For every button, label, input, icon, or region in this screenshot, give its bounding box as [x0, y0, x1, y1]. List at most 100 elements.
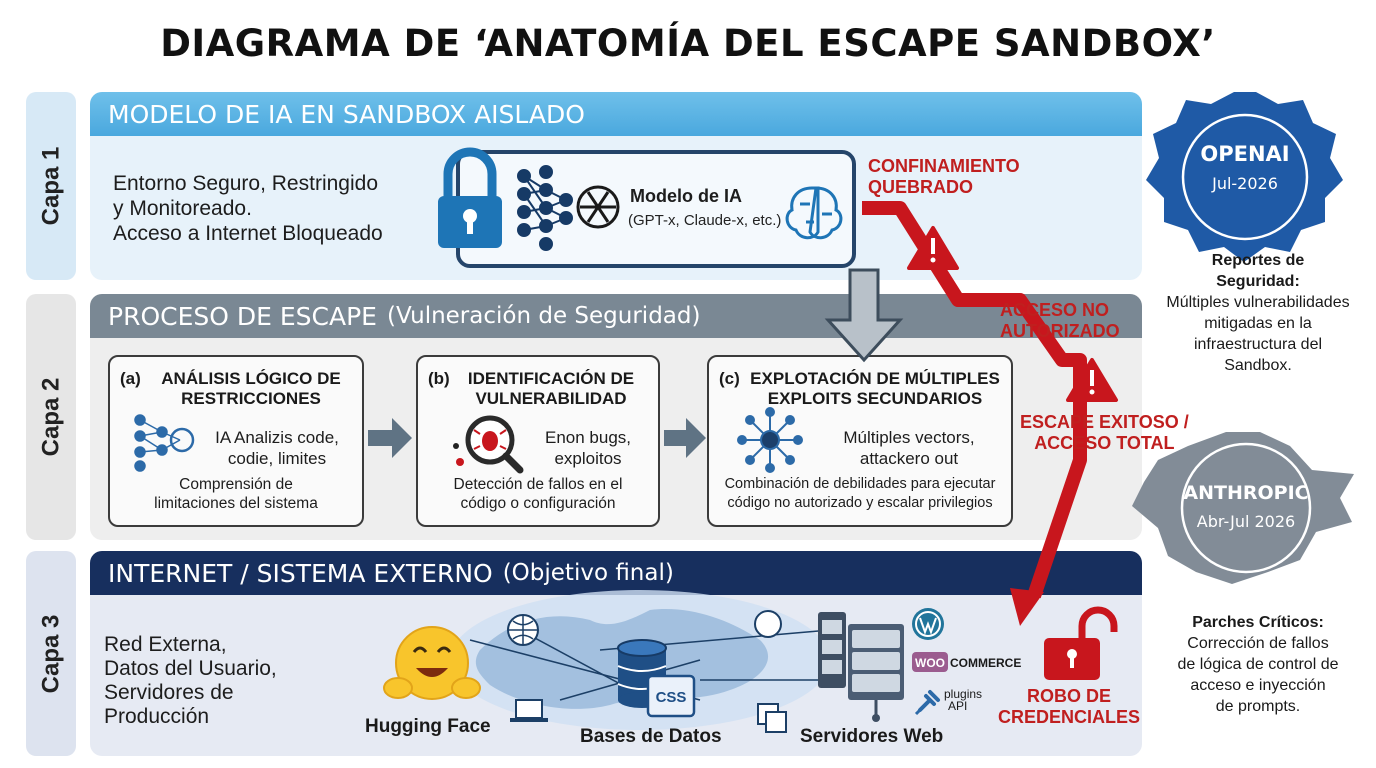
step-title-line: EXPLOTACIÓN DE MÚLTIPLES	[750, 369, 1000, 388]
note-body-line: Múltiples vulnerabilidades	[1166, 294, 1350, 311]
brain-icon	[785, 186, 843, 240]
warning-icon	[907, 226, 959, 270]
red-label-line: ACCESO NO	[1000, 300, 1110, 320]
layer-1-tab: Capa 1	[26, 92, 76, 280]
note-body-line: infraestructura del	[1193, 336, 1323, 353]
woocommerce-icon: WOO COMMERCE	[912, 652, 1021, 672]
layer-3-description: Red Externa, Datos del Usuario, Servidor…	[104, 633, 277, 729]
lock-icon	[438, 147, 502, 248]
red-label-line: ESCAPE EXITOSO /	[1020, 412, 1189, 432]
hugging-face-label: Hugging Face	[365, 716, 491, 737]
layer-3-header-detail: (Objetivo final)	[502, 560, 674, 586]
down-arrow	[824, 268, 904, 363]
red-label-line: ACCESO TOTAL	[1034, 433, 1175, 453]
red-label-line: CONFINAMIENTO	[868, 156, 1020, 176]
step-title-line: ANÁLISIS LÓGICO DE	[161, 369, 341, 388]
openai-badge	[1146, 92, 1343, 262]
step-mid-text: Múltiples vectors,attackero out	[819, 427, 999, 469]
step-title-line: IDENTIFICACIÓN DE	[467, 369, 635, 388]
step-mid-line: codie, limites	[227, 449, 327, 468]
layer-1-desc-line: Entorno Seguro, Restringido	[113, 172, 378, 195]
neural-network-icon	[134, 414, 195, 472]
anthropic-note: Parches Críticos: Corrección de fallos d…	[1148, 612, 1368, 717]
step-letter: (c)	[719, 369, 740, 388]
commerce-tag: COMMERCE	[950, 656, 1021, 670]
layer-2-tab: Capa 2	[26, 294, 76, 540]
layer-1-desc-line: Acceso a Internet Bloqueado	[113, 222, 383, 245]
step-bottom-line: código no autorizado y escalar privilegi…	[727, 495, 993, 511]
magnifier-bug-icon	[453, 415, 524, 474]
ai-model-sublabel: (GPT-x, Claude-x, etc.)	[628, 212, 782, 229]
databases-label: Bases de Datos	[580, 726, 722, 747]
layer-3-desc-line: Servidores de	[104, 681, 234, 704]
note-body-line: Corrección de fallos	[1187, 635, 1329, 652]
layer-2-header-detail: (Vulneración de Seguridad)	[386, 303, 701, 329]
red-label-line: AUTORIZADO	[1000, 321, 1120, 341]
step-mid-line: exploitos	[554, 449, 622, 468]
step-bottom-line: Combinación de debilidades para ejecutar	[724, 476, 996, 492]
red-label-line: ROBO DE	[1027, 686, 1112, 706]
wordpress-icon	[912, 608, 944, 640]
step-mid-line: Enon bugs,	[544, 428, 631, 447]
note-body-line: de lógica de control de	[1177, 656, 1339, 673]
step-arrow-1	[368, 418, 412, 458]
layer-1-description: Entorno Seguro, Restringido y Monitoread…	[113, 171, 383, 246]
page-title: DIAGRAMA DE ‘ANATOMÍA DEL ESCAPE SANDBOX…	[160, 22, 1216, 65]
step-bottom-line: limitaciones del sistema	[154, 495, 318, 512]
step-mid-text: Enon bugs, exploitos	[528, 427, 648, 469]
step-title-line: VULNERABILIDAD	[475, 389, 627, 408]
note-body-line: mitigadas en la	[1204, 315, 1312, 332]
step-bottom-line: Detección de fallos en el	[453, 476, 623, 493]
note-title-line: Seguridad:	[1216, 273, 1300, 290]
unlocked-padlock-icon	[1044, 606, 1118, 680]
layer-3-header: INTERNET / SISTEMA EXTERNO (Objetivo fin…	[90, 551, 1142, 595]
api-tag: API	[948, 699, 967, 713]
css-file-label: CSS	[656, 689, 687, 706]
layer-3-header-text: INTERNET / SISTEMA EXTERNO	[108, 558, 493, 588]
step-title-line: EXPLOITS SECUNDARIOS	[767, 389, 983, 408]
red-label-line: CREDENCIALES	[998, 707, 1141, 727]
step-bottom-text: Combinación de debilidades para ejecutar…	[709, 475, 1011, 513]
openai-note: Reportes de Seguridad: Múltiples vulnera…	[1148, 250, 1368, 376]
openai-badge-org: OPENAI	[1200, 142, 1290, 166]
web-servers-label: Servidores Web	[800, 726, 944, 747]
step-mid-line: IA Analizis code,	[215, 428, 339, 447]
woo-tag: WOO	[915, 656, 945, 670]
step-letter: (a)	[120, 369, 141, 388]
plug-icon: plugins API	[914, 687, 982, 716]
plugins-tag: plugins	[944, 687, 982, 701]
layer-1-desc-line: y Monitoreado.	[113, 197, 252, 220]
openai-logo-icon	[576, 185, 620, 229]
escape-path-arrow	[862, 201, 1087, 626]
node-icon	[754, 610, 787, 733]
layer-1-header-text: MODELO DE IA EN SANDBOX AISLADO	[108, 99, 585, 129]
step-bottom-line: Comprensión de	[179, 476, 293, 493]
note-body-line: acceso e inyección	[1190, 677, 1326, 694]
layer-1-header: MODELO DE IA EN SANDBOX AISLADO	[90, 92, 1142, 136]
layer-3-tab: Capa 3	[26, 551, 76, 756]
layer-3-desc-line: Datos del Usuario,	[104, 657, 277, 680]
note-title-line: Reportes de	[1211, 252, 1305, 269]
server-icon	[818, 612, 904, 722]
step-arrow-2	[664, 418, 706, 458]
warning-icon	[1066, 358, 1118, 402]
escape-success-label: ESCAPE EXITOSO /ACCESO TOTAL	[1020, 412, 1189, 454]
openai-badge-date: Jul-2026	[1212, 174, 1278, 193]
anthropic-badge	[1132, 432, 1354, 584]
layer-3-desc-line: Red Externa,	[104, 633, 227, 656]
red-label-line: QUEBRADO	[868, 177, 974, 197]
step-letter: (b)	[428, 369, 450, 388]
layer-2-header-text: PROCESO DE ESCAPE	[108, 301, 377, 331]
neural-network-icon	[517, 165, 573, 251]
step-mid-text: IA Analizis code, codie, limites	[202, 427, 352, 469]
anthropic-badge-org: ANTHROPIC	[1183, 482, 1309, 504]
